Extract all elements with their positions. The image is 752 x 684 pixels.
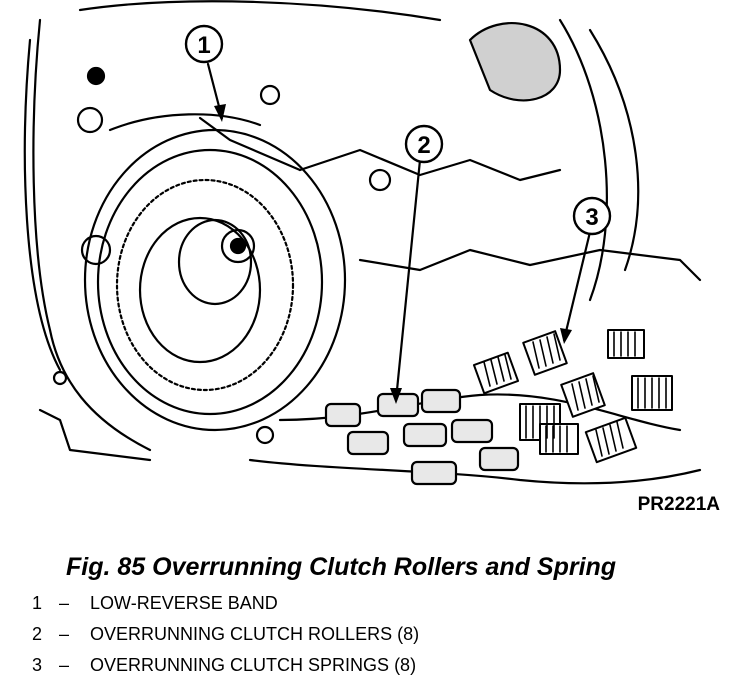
leader-line-2 [394, 158, 422, 402]
figure-caption: Fig. 85 Overrunning Clutch Rollers and S… [66, 553, 617, 581]
case-right-rim-2 [588, 28, 640, 272]
legend-item: 2 – OVERRUNNING CLUTCH ROLLERS (8) [32, 624, 732, 645]
arrowhead-2 [390, 388, 402, 404]
legend-separator: – [59, 624, 70, 644]
callout-circle-1 [184, 24, 224, 64]
band-strap [108, 113, 262, 132]
housing-hole [80, 234, 112, 266]
low-reverse-band-inner [96, 148, 324, 416]
case-top-edge [78, 0, 442, 22]
case-right-rim [558, 18, 608, 302]
spring-coils [483, 331, 667, 457]
drum-gear-ring [115, 178, 295, 392]
legend-text: OVERRUNNING CLUTCH SPRINGS (8) [90, 655, 417, 675]
drum-hub [138, 216, 262, 364]
legend-separator: – [59, 593, 70, 613]
legend-text: OVERRUNNING CLUTCH ROLLERS (8) [90, 624, 420, 644]
housing-hole [52, 370, 68, 386]
housing-hole [368, 168, 392, 192]
arrowhead-3 [560, 328, 572, 344]
housing-hole [255, 425, 275, 445]
housing-hole [259, 84, 281, 106]
shaft-center [220, 228, 256, 264]
housing-dome [468, 22, 562, 102]
legend-item: 1 – LOW-REVERSE BAND [32, 593, 732, 614]
shaft-center-inner [229, 237, 247, 255]
housing-hole [76, 106, 104, 134]
case-outline-inner [23, 38, 62, 372]
callout-label-3: 3 [585, 204, 598, 231]
leader-line-3 [562, 230, 592, 342]
case-outline [32, 18, 152, 452]
low-reverse-band [83, 128, 347, 432]
callout-circle-2 [404, 124, 444, 164]
legend-item: 3 – OVERRUNNING CLUTCH SPRINGS (8) [32, 655, 732, 676]
callout-label-1: 1 [197, 32, 210, 59]
legend-separator: – [59, 655, 70, 675]
drum-shaft [177, 218, 253, 306]
bolt [86, 66, 106, 86]
clutch-rollers [324, 388, 520, 486]
legend-text: LOW-REVERSE BAND [90, 593, 278, 613]
figure-code: PR2221A [637, 494, 720, 515]
callout-label-2: 2 [417, 132, 430, 159]
arrowhead-1 [214, 104, 226, 122]
legend-number: 3 [32, 655, 43, 675]
clutch-illustration: 1 2 3 [23, 0, 702, 486]
legend-number: 2 [32, 624, 43, 644]
clutch-springs [472, 329, 673, 464]
callout-circle-3 [572, 196, 612, 236]
legend-number: 1 [32, 593, 43, 613]
band-anchor [198, 116, 302, 172]
